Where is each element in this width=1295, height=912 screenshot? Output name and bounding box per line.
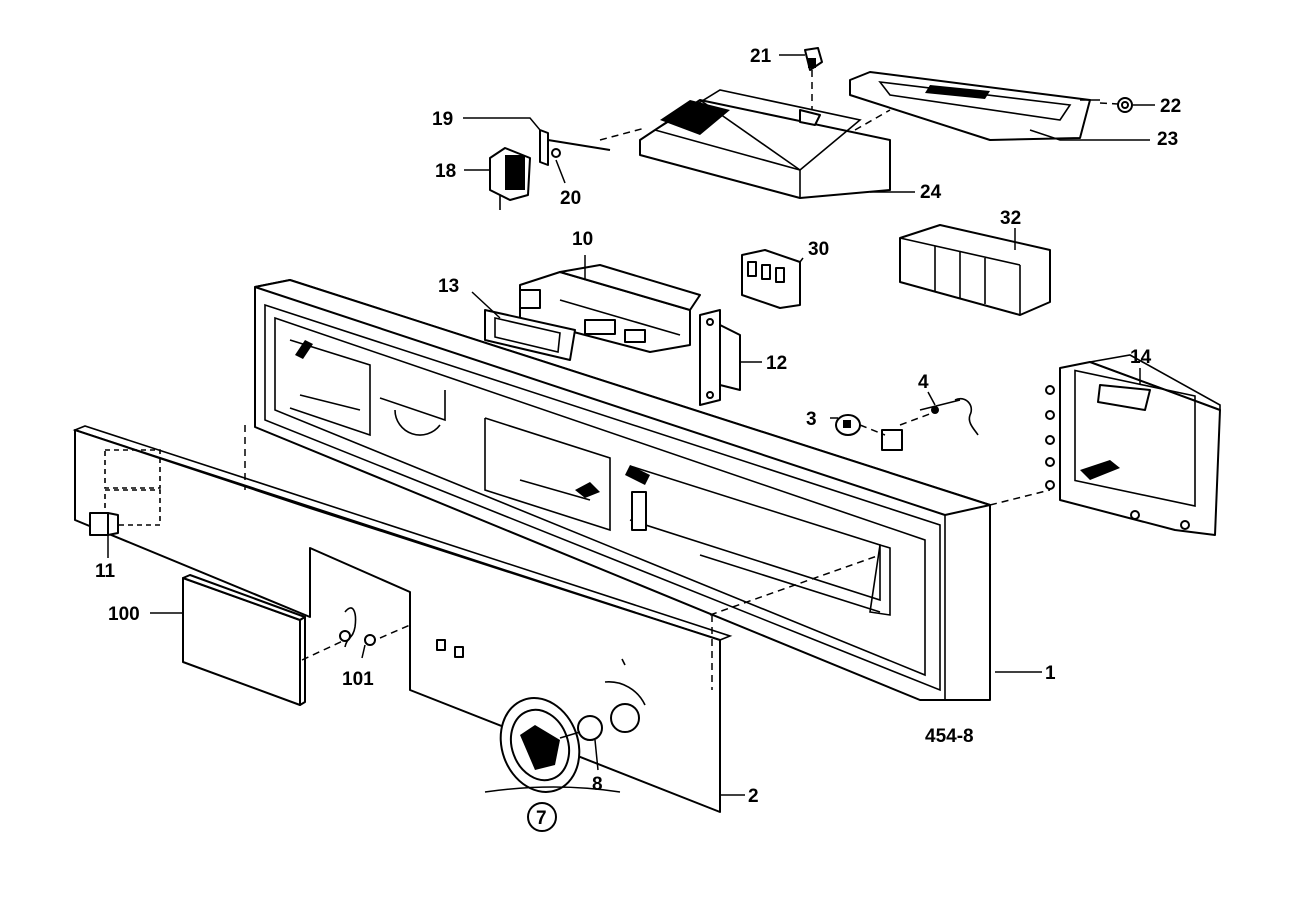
part-13-bezel bbox=[484, 309, 576, 361]
part-7-knob bbox=[484, 697, 621, 793]
part-23-tray bbox=[849, 71, 1100, 141]
part-14-control-module bbox=[1045, 354, 1221, 536]
callout-8: 8 bbox=[592, 774, 603, 795]
part-32-terminal-block bbox=[899, 224, 1051, 316]
callout-7-circle bbox=[527, 802, 557, 832]
part-101-clip bbox=[339, 607, 376, 648]
callout-30: 30 bbox=[808, 239, 829, 260]
callout-11: 11 bbox=[95, 561, 116, 582]
callout-7: 7 bbox=[536, 808, 547, 829]
part-20-washer bbox=[551, 148, 561, 158]
part-3-socket bbox=[835, 414, 861, 436]
part-12-bracket bbox=[699, 309, 741, 406]
callout-10: 10 bbox=[572, 229, 593, 250]
leader-lines bbox=[107, 54, 1155, 796]
part-19-rod bbox=[539, 129, 611, 166]
part-18-switch bbox=[489, 147, 531, 210]
part-100-cover-plate bbox=[182, 574, 306, 706]
callout-20: 20 bbox=[560, 188, 581, 209]
callout-32: 32 bbox=[1000, 208, 1021, 229]
callout-22: 22 bbox=[1160, 96, 1181, 117]
callout-23: 23 bbox=[1157, 129, 1178, 150]
assembly-lines bbox=[244, 70, 1119, 690]
part-30-connector bbox=[741, 249, 801, 309]
callout-101: 101 bbox=[342, 669, 374, 690]
callout-18: 18 bbox=[435, 161, 456, 182]
callout-3: 3 bbox=[806, 409, 817, 430]
callout-13: 13 bbox=[438, 276, 459, 297]
callout-19: 19 bbox=[432, 109, 453, 130]
part-8-insert bbox=[559, 703, 640, 741]
callout-21: 21 bbox=[750, 46, 772, 67]
part-24-housing bbox=[639, 89, 891, 199]
callout-4: 4 bbox=[918, 372, 929, 393]
part-11-button bbox=[89, 512, 119, 536]
callout-2: 2 bbox=[748, 786, 759, 807]
callout-100: 100 bbox=[108, 604, 140, 625]
console-frame bbox=[254, 279, 991, 701]
callout-labels: 1 2 3 4 7 8 10 11 12 13 14 18 19 20 21 2… bbox=[95, 46, 1181, 832]
callout-12: 12 bbox=[766, 353, 787, 374]
part-22-nut bbox=[1117, 97, 1133, 113]
callout-1: 1 bbox=[1045, 663, 1056, 684]
part-4-lamp bbox=[881, 397, 979, 451]
part-21-clip bbox=[804, 47, 823, 71]
callout-24: 24 bbox=[920, 182, 942, 203]
callout-14: 14 bbox=[1130, 347, 1152, 368]
part-10-switch bbox=[519, 264, 701, 353]
figure-code: 454-8 bbox=[925, 726, 974, 747]
